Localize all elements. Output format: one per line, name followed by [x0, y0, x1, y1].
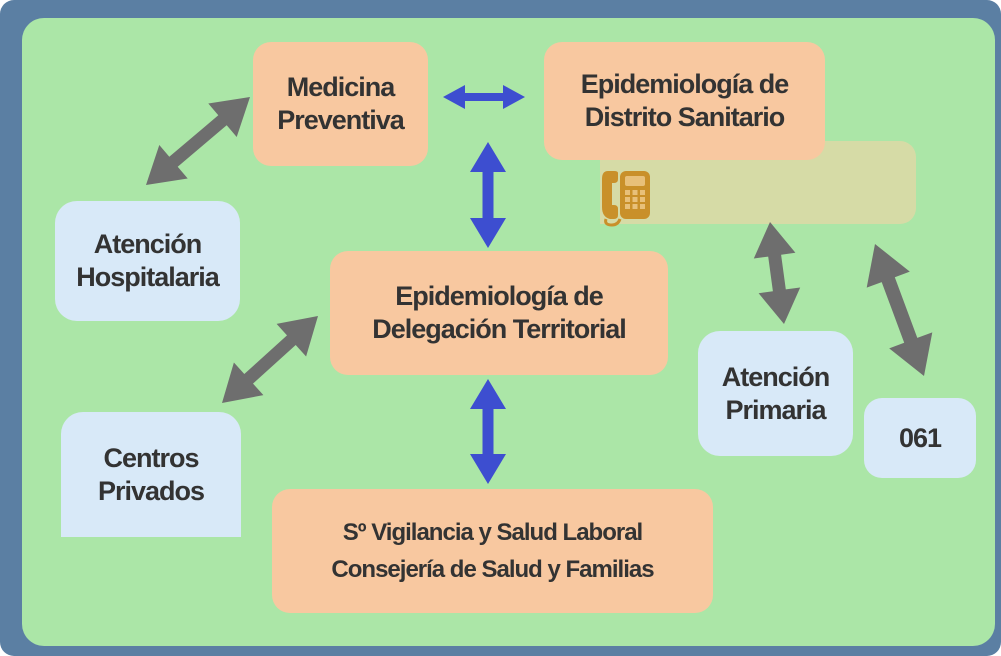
node-vigilancia-salud-laboral: Sº Vigilancia y Salud Laboral Consejería…: [272, 489, 713, 613]
node-061: 061: [864, 398, 976, 478]
telephone-icon: [602, 171, 650, 227]
node-label-line: Atención: [93, 229, 203, 260]
arrow-epidemiologia-distrito-to-n061: [866, 244, 933, 376]
node-label-line: Hospitalaria: [76, 262, 220, 292]
node-label-line: Atención: [721, 361, 831, 392]
node-label-line: 061: [898, 422, 942, 453]
node-epidemiologia-delegacion: Epidemiología de Delegación Territorial: [330, 251, 668, 375]
arrow-medicina-preventiva-to-atencion-hospitalaria: [146, 97, 250, 185]
node-label-line: Epidemiología de: [395, 281, 604, 312]
node-label-line: Sº Vigilancia y Salud Laboral: [342, 518, 643, 546]
arrow-medicina-preventiva-to-epidemiologia-delegacion: [470, 142, 506, 248]
node-label-line: Medicina: [286, 72, 396, 103]
arrow-medicina-preventiva-to-epidemiologia-distrito: [443, 85, 525, 109]
node-label-line: Primaria: [725, 394, 826, 425]
node-label-line: Centros: [103, 442, 199, 473]
node-atencion-primaria: Atención Primaria: [698, 331, 853, 456]
node-label-line: Delegación Territorial: [372, 314, 627, 344]
node-centros-privados: Centros Privados: [61, 412, 241, 537]
arrow-epidemiologia-distrito-to-atencion-primaria: [753, 222, 801, 324]
arrow-epidemiologia-delegacion-to-vigilancia: [470, 379, 506, 484]
node-label-line: Privados: [97, 475, 205, 506]
node-medicina-preventiva: Medicina Preventiva: [253, 42, 428, 166]
arrow-epidemiologia-delegacion-to-centros-privados: [222, 316, 318, 403]
node-label-line: Epidemiología de: [580, 69, 790, 100]
node-atencion-hospitalaria: Atención Hospitalaria: [55, 201, 240, 321]
node-label-line: Preventiva: [277, 105, 405, 135]
node-label-line: Distrito Sanitario: [584, 102, 786, 132]
node-epidemiologia-distrito: Epidemiología de Distrito Sanitario: [544, 42, 825, 160]
node-label-line: Consejería de Salud y Familias: [331, 556, 654, 583]
